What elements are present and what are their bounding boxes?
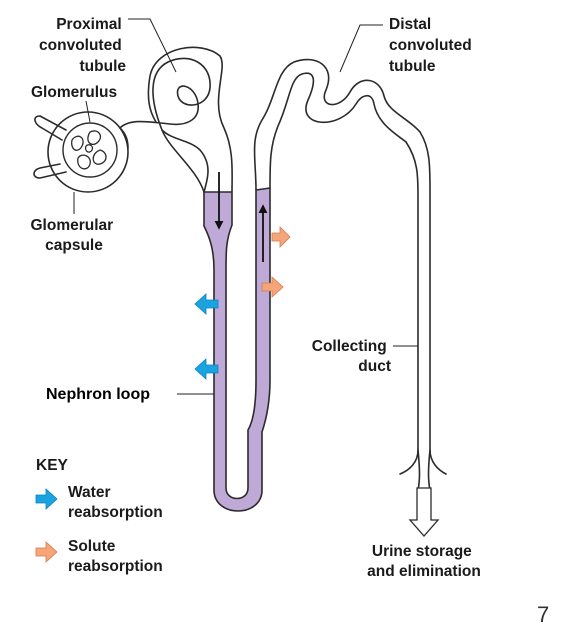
key-solute-label: Solute reabsorption: [68, 538, 163, 575]
distal-label: Distal convoluted tubule: [389, 16, 476, 75]
collecting-duct-label: Collecting duct: [312, 338, 391, 375]
key-water-label: Water reabsorption: [68, 484, 163, 521]
afferent-arteriole: [34, 115, 67, 141]
water-reabsorption-arrow: [194, 358, 219, 380]
key-legend: KEY Water reabsorption Solute reabsorpti…: [35, 457, 163, 575]
proximal-label: Proximal convoluted tubule: [39, 16, 126, 75]
key-solute-swatch: [35, 541, 58, 563]
key-title: KEY: [36, 457, 69, 474]
page-number: 7: [537, 602, 549, 627]
capsule-label: Glomerular capsule: [30, 217, 117, 254]
solute-reabsorption-arrow: [261, 276, 284, 298]
nephron-loop-label: Nephron loop: [46, 386, 150, 403]
solute-reabsorption-arrow: [271, 226, 291, 248]
key-water-swatch: [35, 488, 58, 510]
proximal-tubule-inner: [161, 129, 209, 193]
water-reabsorption-arrow: [194, 293, 219, 315]
efferent-arteriole: [33, 163, 67, 179]
nephron-loop-tube: [203, 187, 271, 512]
urine-flow-arrow: [408, 487, 440, 537]
proximal-tubule: [119, 46, 233, 193]
glomerulus-label: Glomerulus: [31, 84, 117, 101]
distal-tubule: [253, 58, 421, 191]
glomerulus: [62, 122, 118, 178]
urine-label: Urine storage and elimination: [367, 543, 481, 580]
collecting-duct: [399, 131, 447, 475]
glomerulus-capillaries: [71, 130, 107, 170]
